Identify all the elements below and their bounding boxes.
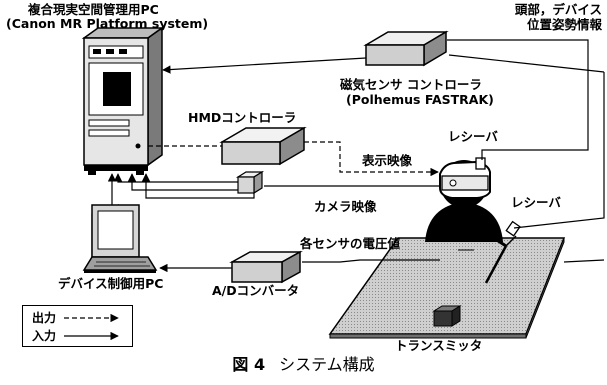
ad-converter (229, 250, 303, 284)
mr-management-pc (81, 26, 165, 175)
device-receiver-label: レシーバ (511, 195, 561, 210)
legend: 出力 入力 (22, 305, 133, 347)
display-video-label: 表示映像 (362, 153, 413, 168)
connections (107, 39, 605, 273)
device-pc-label: デバイス制御用PC (58, 276, 164, 291)
figure-title: システム構成 (279, 355, 375, 374)
device-control-laptop (82, 204, 158, 273)
pc-title-line2: (Canon MR Platform system) (6, 16, 209, 31)
legend-input-label: 入力 (32, 329, 57, 343)
pc-title-line1: 複合現実空間管理用PC (28, 2, 159, 17)
sensor-voltage-label: 各センサの電圧値 (300, 236, 401, 251)
transmitter-table (328, 237, 566, 339)
legend-output-label: 出力 (32, 311, 57, 325)
transmitter-label: トランスミッタ (395, 338, 483, 353)
hmd-controller-label: HMDコントローラ (188, 110, 297, 125)
mag-controller-label-line2: (Polhemus FASTRAK) (346, 92, 494, 107)
magnetic-sensor-controller (363, 30, 449, 67)
camera-video-label: カメラ映像 (314, 199, 377, 214)
ad-converter-label: A/Dコンバータ (212, 283, 300, 298)
head-device-info-line2: 位置姿勢情報 (526, 17, 602, 32)
video-splitter-box (235, 170, 265, 195)
figure-number: 図 4 (232, 355, 266, 374)
head-receiver-label: レシーバ (448, 129, 498, 144)
mag-controller-label-line1: 磁気センサ コントローラ (340, 77, 482, 92)
legend-line-samples (63, 313, 119, 340)
user-figure (425, 157, 521, 284)
figure-caption: 図 4 システム構成 (0, 355, 607, 375)
hmd-controller (219, 126, 307, 166)
head-device-info-line1: 頭部，デバイス (514, 2, 602, 17)
transmitter-block (432, 305, 462, 327)
